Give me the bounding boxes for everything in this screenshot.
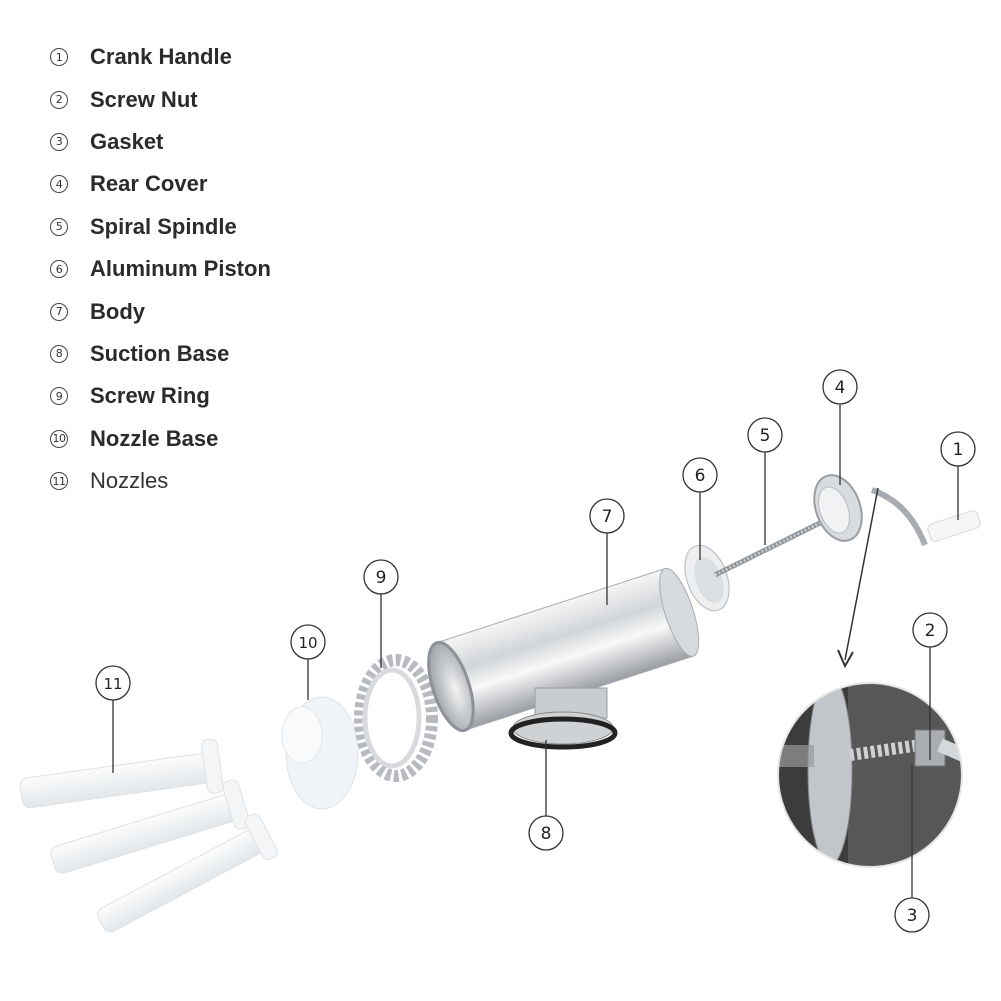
svg-text:3: 3 — [907, 906, 918, 926]
callout-9: 9 — [363, 559, 399, 595]
callout-7: 7 — [589, 498, 625, 534]
callouts: 1 2 3 4 5 6 7 8 9 10 11 — [95, 369, 976, 933]
legend-item-screw-ring: 9 Screw Ring — [50, 375, 271, 417]
crank-handle — [870, 487, 981, 547]
callout-6: 6 — [682, 457, 718, 493]
legend-number: 8 — [50, 344, 68, 363]
svg-text:4: 4 — [835, 378, 846, 398]
legend-label: Nozzles — [90, 468, 169, 494]
parts-legend: 1 Crank Handle 2 Screw Nut 3 Gasket 4 Rear C… — [50, 36, 271, 502]
legend-item-spiral-spindle: 5 Spiral Spindle — [50, 206, 271, 248]
legend-number: 6 — [50, 260, 68, 279]
svg-text:5: 5 — [760, 426, 771, 446]
legend-label: Gasket — [90, 128, 164, 154]
nozzles — [19, 738, 278, 933]
svg-text:10: 10 — [298, 634, 317, 652]
screw-ring — [354, 654, 438, 782]
legend-label: Suction Base — [90, 340, 230, 366]
callout-1: 1 — [940, 431, 976, 467]
legend-item-body: 7 Body — [50, 290, 271, 332]
nozzle-base — [281, 696, 359, 810]
legend-number: 9 — [50, 387, 68, 406]
callout-11: 11 — [95, 665, 131, 701]
legend-number: 3 — [50, 132, 68, 151]
legend-label: Screw Ring — [90, 383, 210, 409]
legend-item-crank-handle: 1 Crank Handle — [50, 36, 271, 78]
rear-cover — [813, 474, 863, 542]
leader-lines — [112, 404, 959, 898]
zoom-arrow — [837, 487, 879, 669]
legend-item-aluminum-piston: 6 Aluminum Piston — [50, 248, 271, 290]
legend-label: Screw Nut — [90, 86, 198, 112]
svg-text:8: 8 — [541, 824, 552, 844]
legend-label: Body — [90, 298, 145, 324]
legend-label: Rear Cover — [90, 171, 208, 197]
callout-2: 2 — [912, 612, 948, 648]
svg-text:1: 1 — [953, 440, 964, 460]
callout-4: 4 — [822, 369, 858, 405]
legend-number: 11 — [50, 472, 68, 491]
legend-number: 1 — [50, 48, 68, 67]
legend-number: 5 — [50, 217, 68, 236]
zoom-detail — [777, 682, 963, 868]
svg-text:7: 7 — [602, 507, 613, 527]
legend-item-suction-base: 8 Suction Base — [50, 333, 271, 375]
legend-item-rear-cover: 4 Rear Cover — [50, 163, 271, 205]
svg-text:11: 11 — [103, 675, 122, 693]
legend-label: Nozzle Base — [90, 425, 219, 451]
callout-8: 8 — [528, 815, 564, 851]
legend-number: 7 — [50, 302, 68, 321]
legend-item-nozzles: 11 Nozzles — [50, 460, 271, 502]
legend-number: 10 — [50, 429, 68, 448]
body — [427, 567, 700, 733]
callout-3: 3 — [894, 897, 930, 933]
legend-item-screw-nut: 2 Screw Nut — [50, 78, 271, 120]
legend-item-gasket: 3 Gasket — [50, 121, 271, 163]
svg-text:6: 6 — [695, 466, 706, 486]
legend-label: Crank Handle — [90, 44, 232, 70]
aluminum-piston — [684, 544, 730, 612]
spiral-spindle — [713, 515, 832, 578]
legend-number: 2 — [50, 90, 68, 109]
legend-label: Aluminum Piston — [90, 256, 271, 282]
svg-text:9: 9 — [376, 568, 387, 588]
legend-item-nozzle-base: 10 Nozzle Base — [50, 418, 271, 460]
callout-10: 10 — [290, 624, 326, 660]
suction-base — [508, 687, 618, 750]
callout-5: 5 — [747, 417, 783, 453]
svg-text:2: 2 — [925, 621, 936, 641]
legend-label: Spiral Spindle — [90, 213, 237, 239]
legend-number: 4 — [50, 175, 68, 194]
